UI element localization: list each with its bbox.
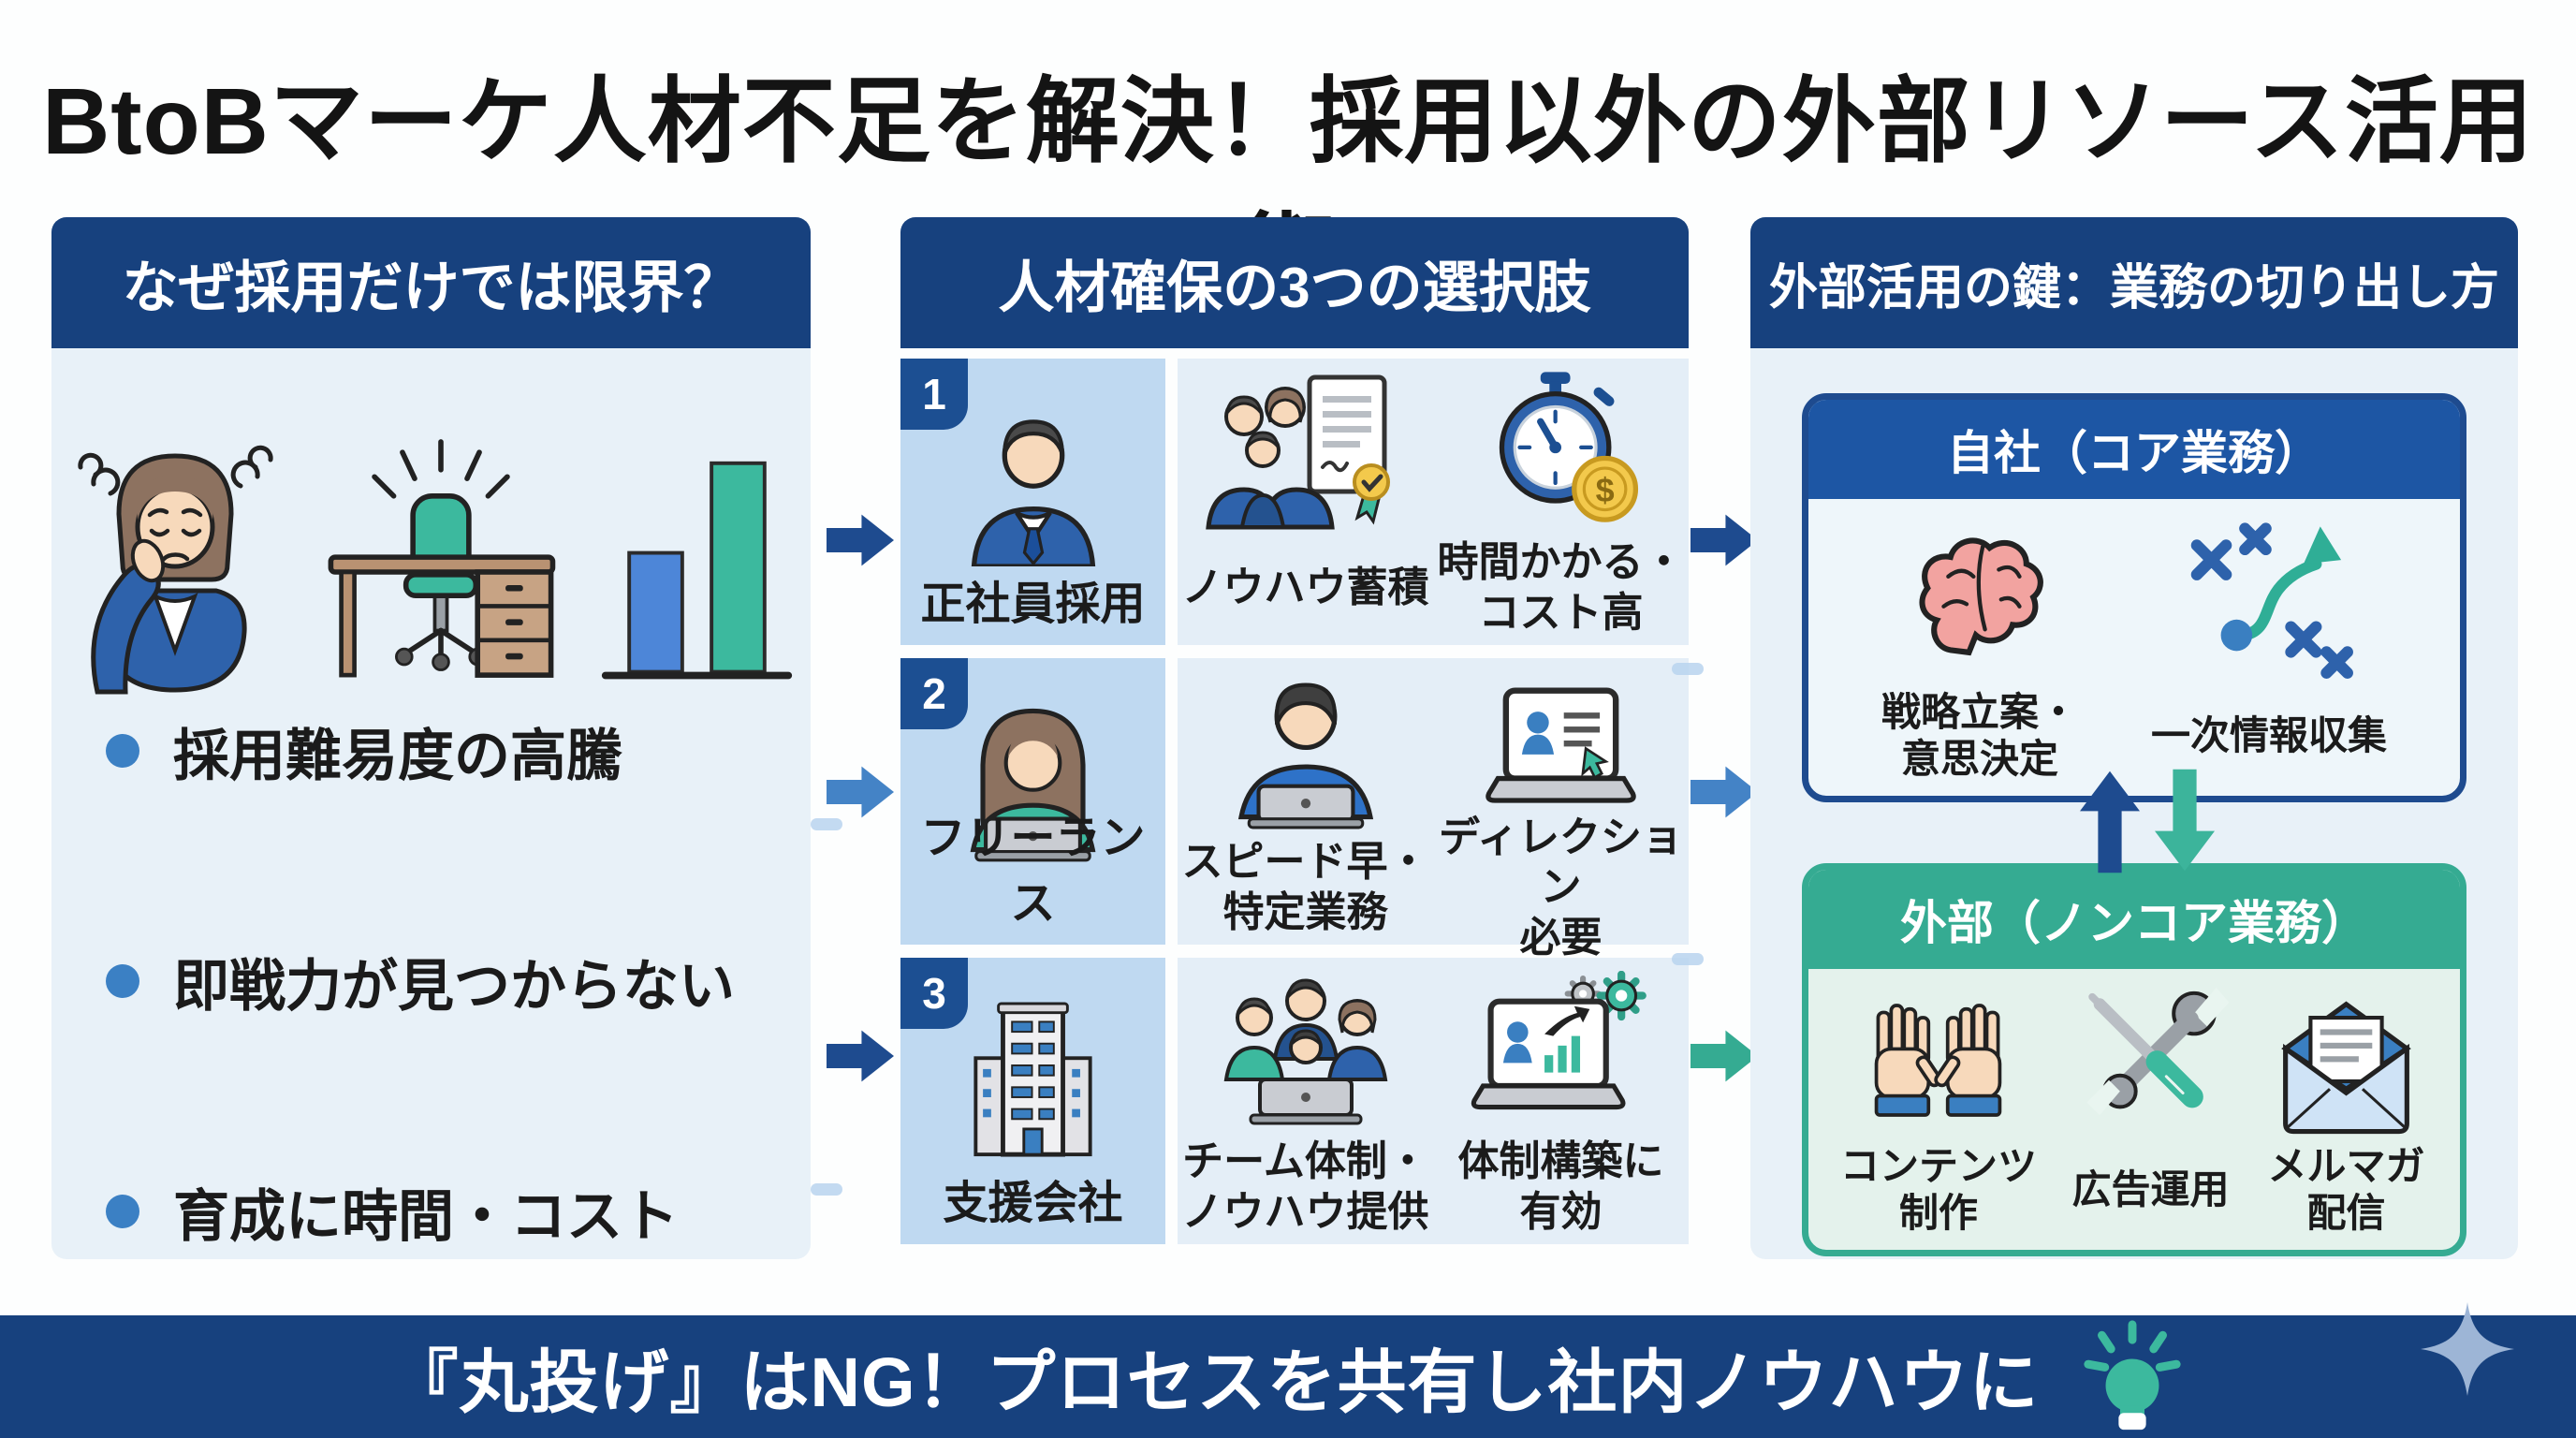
feature-label: ディレクション 必要: [1439, 814, 1683, 961]
mail-icon: [2281, 1001, 2411, 1135]
feature-con: 体制構築に 有効: [1433, 958, 1689, 1244]
strategy-route-icon: [2190, 522, 2353, 679]
worker-laptop-icon: [1237, 682, 1373, 829]
freelancer-icon: [970, 708, 1096, 862]
option-row-fulltime: 1 正社員採用: [900, 359, 1689, 645]
raised-hands-icon: [1875, 1004, 2002, 1117]
divider-dash: [811, 818, 842, 830]
option-details: スピード早・ 特定業務: [1178, 658, 1689, 961]
noncore-item-label: メルマガ 配信: [2267, 1143, 2425, 1235]
bullet-text: 即戦力が見つからない: [173, 954, 735, 1018]
list-item: 育成に時間・コスト: [106, 1171, 756, 1252]
tools-icon: [2086, 987, 2230, 1116]
feature-pro: チーム体制・ ノウハウ提供: [1178, 958, 1433, 1244]
flow-arrow-icon: [827, 766, 894, 818]
growth-bars-icon: [601, 461, 792, 680]
divider-dash: [1672, 663, 1704, 675]
right-panel-header: 外部活用の鍵：業務の切り出し方: [1750, 217, 2518, 348]
feature-pro: スピード早・ 特定業務: [1178, 658, 1433, 945]
bullet-text: 採用難易度の高騰: [173, 724, 622, 787]
feature-label: ノウハウ蓄積: [1181, 565, 1429, 611]
flow-arrow-icon: [827, 514, 894, 566]
core-item-label: 一次情報収集: [2150, 712, 2387, 757]
option-cell: 2 フリーランス: [900, 658, 1165, 945]
empty-desk-icon: [328, 439, 555, 678]
noncore-item: コンテンツ 制作: [1840, 971, 2037, 1242]
divider-dash: [1672, 953, 1704, 965]
option-label: 正社員採用: [920, 580, 1146, 629]
flow-arrow-icon: [1690, 514, 1758, 566]
number-badge: 2: [900, 658, 968, 729]
direction-laptop-icon: [1486, 687, 1636, 803]
feature-con: ディレクション 必要: [1433, 658, 1689, 961]
divider-dash: [811, 1183, 842, 1196]
sparkle-icon: [2421, 1302, 2514, 1396]
problem-illustrations: [51, 390, 811, 699]
noncore-item-label: コンテンツ 制作: [1839, 1143, 2037, 1235]
bullet-text: 育成に時間・コスト: [173, 1184, 679, 1248]
analytics-laptop-icon: [1471, 971, 1647, 1110]
noncore-item: 広告運用: [2069, 971, 2232, 1242]
bullet-dot-icon: [106, 734, 139, 768]
core-card-header: 自社（コア業務）: [1808, 400, 2460, 499]
noncore-item: メルマガ 配信: [2264, 971, 2428, 1242]
bullet-dot-icon: [106, 964, 139, 998]
noncore-tasks-card: 外部（ノンコア業務）: [1802, 863, 2466, 1256]
office-building-icon: [973, 1002, 1092, 1157]
option-row-freelance: 2 フリーランス: [900, 658, 1689, 961]
list-item: 採用難易度の高騰: [106, 711, 756, 791]
businessman-icon: [971, 419, 1095, 566]
lightbulb-icon: [2083, 1319, 2181, 1430]
option-row-agency: 3: [900, 958, 1689, 1244]
noncore-item-label: 広告運用: [2071, 1167, 2230, 1211]
option-details: チーム体制・ ノウハウ提供: [1178, 958, 1689, 1244]
middle-panel: 人材確保の3つの選択肢 1 正社員採用: [900, 217, 1689, 1259]
number-badge: 1: [900, 359, 968, 430]
feature-label: 時間かかる・ コスト高: [1437, 539, 1685, 636]
arrow-down-icon: [2155, 769, 2215, 872]
option-details: ノウハウ蓄積: [1178, 359, 1689, 645]
flow-arrow-icon: [1690, 1030, 1758, 1082]
core-tasks-card: 自社（コア業務）: [1802, 393, 2466, 802]
option-label: 支援会社: [943, 1179, 1123, 1228]
number-badge: 3: [900, 958, 968, 1029]
flow-arrow-icon: [1690, 766, 1758, 818]
list-item: 即戦力が見つからない: [106, 941, 756, 1021]
flow-arrow-icon: [827, 1030, 894, 1082]
footer-banner: 『丸投げ』はNG！プロセスを共有し社内ノウハウに: [0, 1302, 2576, 1438]
svg-text:$: $: [1595, 471, 1614, 509]
feature-label: スピード早・ 特定業務: [1181, 839, 1429, 935]
stopwatch-cost-icon: $: [1499, 372, 1638, 522]
option-cell: 1 正社員採用: [900, 359, 1165, 645]
footer-text: 『丸投げ』はNG！プロセスを共有し社内ノウハウに: [388, 1343, 2040, 1421]
brain-icon: [1919, 537, 2044, 656]
feature-con: $ 時間かかる・ コスト高: [1433, 359, 1689, 645]
noncore-card-header: 外部（ノンコア業務）: [1808, 870, 2460, 969]
team-certificate-icon: [1206, 374, 1390, 530]
feature-label: チーム体制・ ノウハウ提供: [1181, 1138, 1429, 1235]
core-item-label: 戦略立案・ 意思決定: [1881, 689, 2078, 781]
core-item: 一次情報収集: [2151, 500, 2387, 788]
stressed-woman-icon: [77, 445, 273, 695]
right-panel: 外部活用の鍵：業務の切り出し方 自社（コア業務）: [1750, 217, 2518, 1259]
middle-panel-header: 人材確保の3つの選択肢: [900, 217, 1689, 348]
bullet-dot-icon: [106, 1195, 139, 1228]
left-panel-header: なぜ採用だけでは限界？: [51, 217, 811, 348]
problem-list: 採用難易度の高騰 即戦力が見つからない 育成に時間・コスト: [51, 711, 811, 1252]
option-label: フリーランス: [920, 814, 1146, 929]
arrow-up-icon: [2080, 770, 2140, 873]
option-rows: 1 正社員採用: [900, 359, 1689, 1244]
team-laptop-icon: [1223, 978, 1387, 1125]
feature-pro: ノウハウ蓄積: [1178, 359, 1433, 645]
left-panel: なぜ採用だけでは限界？: [51, 217, 811, 1259]
feature-label: 体制構築に 有効: [1457, 1138, 1664, 1235]
core-item: 戦略立案・ 意思決定: [1881, 500, 2078, 788]
option-cell: 3: [900, 958, 1165, 1244]
